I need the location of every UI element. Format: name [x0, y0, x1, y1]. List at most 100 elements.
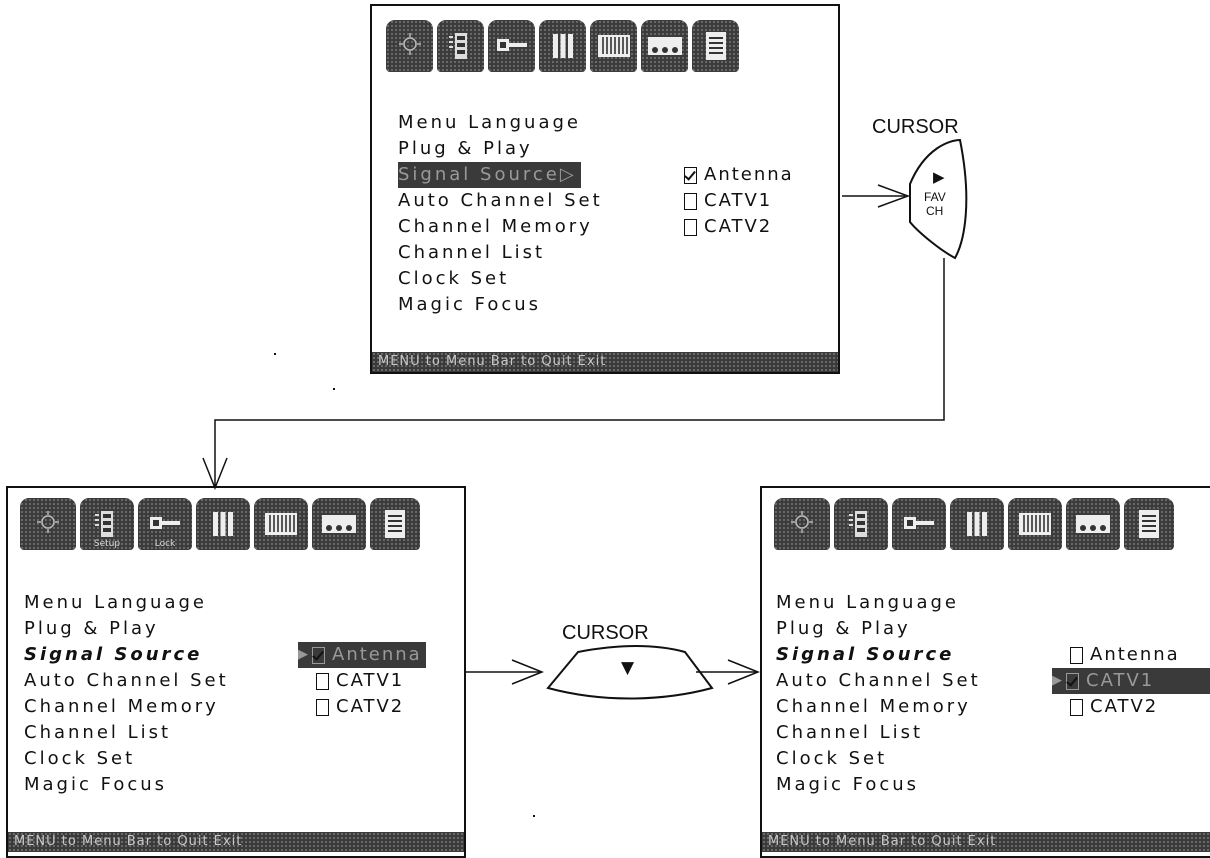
menu-item-channel-list[interactable]: Channel List: [24, 722, 172, 743]
footer-hint-bar: MENU to Menu Bar to Quit Exit: [8, 832, 464, 852]
arrow-to-left-screen: [202, 258, 945, 491]
color-bars-icon[interactable]: [196, 498, 250, 550]
color-bars-icon[interactable]: [950, 498, 1004, 550]
option-antenna-selected[interactable]: ▶ Antenna: [298, 642, 426, 668]
checkbox-icon: [1070, 698, 1083, 716]
checkbox-icon: [316, 672, 329, 690]
menu-item-channel-list[interactable]: Channel List: [398, 242, 546, 263]
menu-item-auto-channel-set[interactable]: Auto Channel Set: [24, 670, 229, 691]
cursor-label-bottom: CURSOR: [562, 622, 649, 644]
option-catv2[interactable]: CATV2: [684, 214, 794, 240]
arrow-to-fav-key: [842, 184, 911, 208]
option-catv1-selected[interactable]: ▶CATV1: [1052, 668, 1210, 694]
checkbox-icon: [316, 698, 329, 716]
signal-source-options: ▶ Antenna CATV1 CATV2: [298, 642, 426, 720]
menu-item-plug-and-play[interactable]: Plug & Play: [398, 138, 533, 159]
option-label: Antenna: [704, 164, 794, 185]
setup-icon[interactable]: [437, 20, 484, 72]
scan-speck: [533, 815, 535, 817]
menu-item-signal-source-active[interactable]: Signal Source: [776, 644, 955, 665]
tv-menu-screen-top: Menu Language Plug & Play Signal Source▷…: [370, 4, 840, 374]
lock-icon[interactable]: Lock: [138, 498, 192, 550]
menu-item-channel-memory[interactable]: Channel Memory: [24, 696, 219, 717]
option-catv2[interactable]: CATV2: [298, 694, 426, 720]
menu-item-plug-and-play[interactable]: Plug & Play: [776, 618, 911, 639]
audio-icon[interactable]: [590, 20, 637, 72]
option-label: CATV1: [1086, 670, 1155, 691]
scan-speck: [274, 353, 276, 355]
menu-item-magic-focus[interactable]: Magic Focus: [24, 774, 168, 795]
menu-item-magic-focus[interactable]: Magic Focus: [398, 294, 542, 315]
timer-icon[interactable]: [312, 498, 366, 550]
timer-icon[interactable]: [1066, 498, 1120, 550]
fav-key-line2: CH: [926, 204, 944, 218]
option-antenna[interactable]: Antenna: [684, 162, 794, 188]
setup-icon[interactable]: [834, 498, 888, 550]
down-key-arrow: ▼: [621, 658, 635, 678]
menu-list: Menu Language Plug & Play Signal Source …: [24, 590, 229, 798]
menu-list: Menu Language Plug & Play Signal Source …: [776, 590, 981, 798]
menu-item-auto-channel-set[interactable]: Auto Channel Set: [776, 670, 981, 691]
menu-icon-bar: [774, 498, 1174, 550]
menu-item-channel-memory[interactable]: Channel Memory: [398, 216, 593, 237]
audio-icon[interactable]: [254, 498, 308, 550]
menu-item-menu-language[interactable]: Menu Language: [24, 592, 207, 613]
menu-item-magic-focus[interactable]: Magic Focus: [776, 774, 920, 795]
signal-source-options: Antenna ▶CATV1 CATV2: [1052, 642, 1210, 720]
footer-hint-bar: MENU to Menu Bar to Quit Exit: [762, 832, 1210, 852]
checked-box-icon: [684, 166, 697, 184]
option-antenna[interactable]: Antenna: [1052, 642, 1210, 668]
menu-item-menu-language[interactable]: Menu Language: [398, 112, 581, 133]
menu-item-plug-and-play[interactable]: Plug & Play: [24, 618, 159, 639]
info-icon[interactable]: [692, 20, 739, 72]
option-catv2[interactable]: CATV2: [1052, 694, 1210, 720]
menu-item-channel-memory[interactable]: Channel Memory: [776, 696, 971, 717]
right-arrow-icon: ▶: [298, 647, 310, 662]
icon-caption: Setup: [93, 539, 121, 549]
picture-icon[interactable]: [20, 498, 76, 550]
menu-icon-bar: [386, 20, 739, 72]
lock-icon[interactable]: [488, 20, 535, 72]
picture-icon[interactable]: [774, 498, 830, 550]
audio-icon[interactable]: [1008, 498, 1062, 550]
option-label: CATV1: [336, 670, 405, 691]
signal-source-options: Antenna CATV1 CATV2: [684, 162, 794, 240]
option-catv1[interactable]: CATV1: [684, 188, 794, 214]
tv-menu-screen-right: Menu Language Plug & Play Signal Source …: [760, 486, 1210, 858]
arrow-to-down-key: [466, 659, 545, 685]
menu-item-channel-list[interactable]: Channel List: [776, 722, 924, 743]
picture-icon[interactable]: [386, 20, 433, 72]
scan-speck: [333, 388, 335, 390]
option-label: CATV2: [336, 696, 405, 717]
fav-key-arrow: ▶: [933, 168, 945, 186]
menu-list: Menu Language Plug & Play Signal Source▷…: [398, 110, 603, 318]
info-icon[interactable]: [1124, 498, 1174, 550]
menu-item-signal-source-highlighted[interactable]: Signal Source▷: [398, 162, 581, 188]
checked-box-icon: [312, 646, 325, 664]
menu-item-label: Signal Source: [398, 164, 560, 185]
menu-item-clock-set[interactable]: Clock Set: [398, 268, 510, 289]
color-bars-icon[interactable]: [539, 20, 586, 72]
setup-icon[interactable]: Setup: [80, 498, 134, 550]
timer-icon[interactable]: [641, 20, 688, 72]
lock-icon[interactable]: [892, 498, 946, 550]
menu-item-clock-set[interactable]: Clock Set: [776, 748, 888, 769]
menu-item-auto-channel-set[interactable]: Auto Channel Set: [398, 190, 603, 211]
cursor-down-key-icon[interactable]: [546, 645, 714, 700]
checked-box-icon: [1066, 672, 1079, 690]
option-catv1[interactable]: CATV1: [298, 668, 426, 694]
cursor-label-top: CURSOR: [872, 116, 959, 138]
fav-ch-key-icon[interactable]: [909, 138, 968, 260]
menu-icon-bar: Setup Lock: [20, 498, 420, 550]
menu-item-clock-set[interactable]: Clock Set: [24, 748, 136, 769]
info-icon[interactable]: [370, 498, 420, 550]
arrow-to-right-screen: [696, 659, 761, 685]
menu-item-signal-source-active[interactable]: Signal Source: [24, 644, 203, 665]
checkbox-icon: [1070, 646, 1083, 664]
option-label: Antenna: [1090, 644, 1180, 665]
option-label: Antenna: [332, 644, 422, 665]
menu-item-menu-language[interactable]: Menu Language: [776, 592, 959, 613]
checkbox-icon: [684, 192, 697, 210]
tv-menu-screen-left: Setup Lock Menu Language Plug & Play Sig…: [6, 486, 466, 858]
